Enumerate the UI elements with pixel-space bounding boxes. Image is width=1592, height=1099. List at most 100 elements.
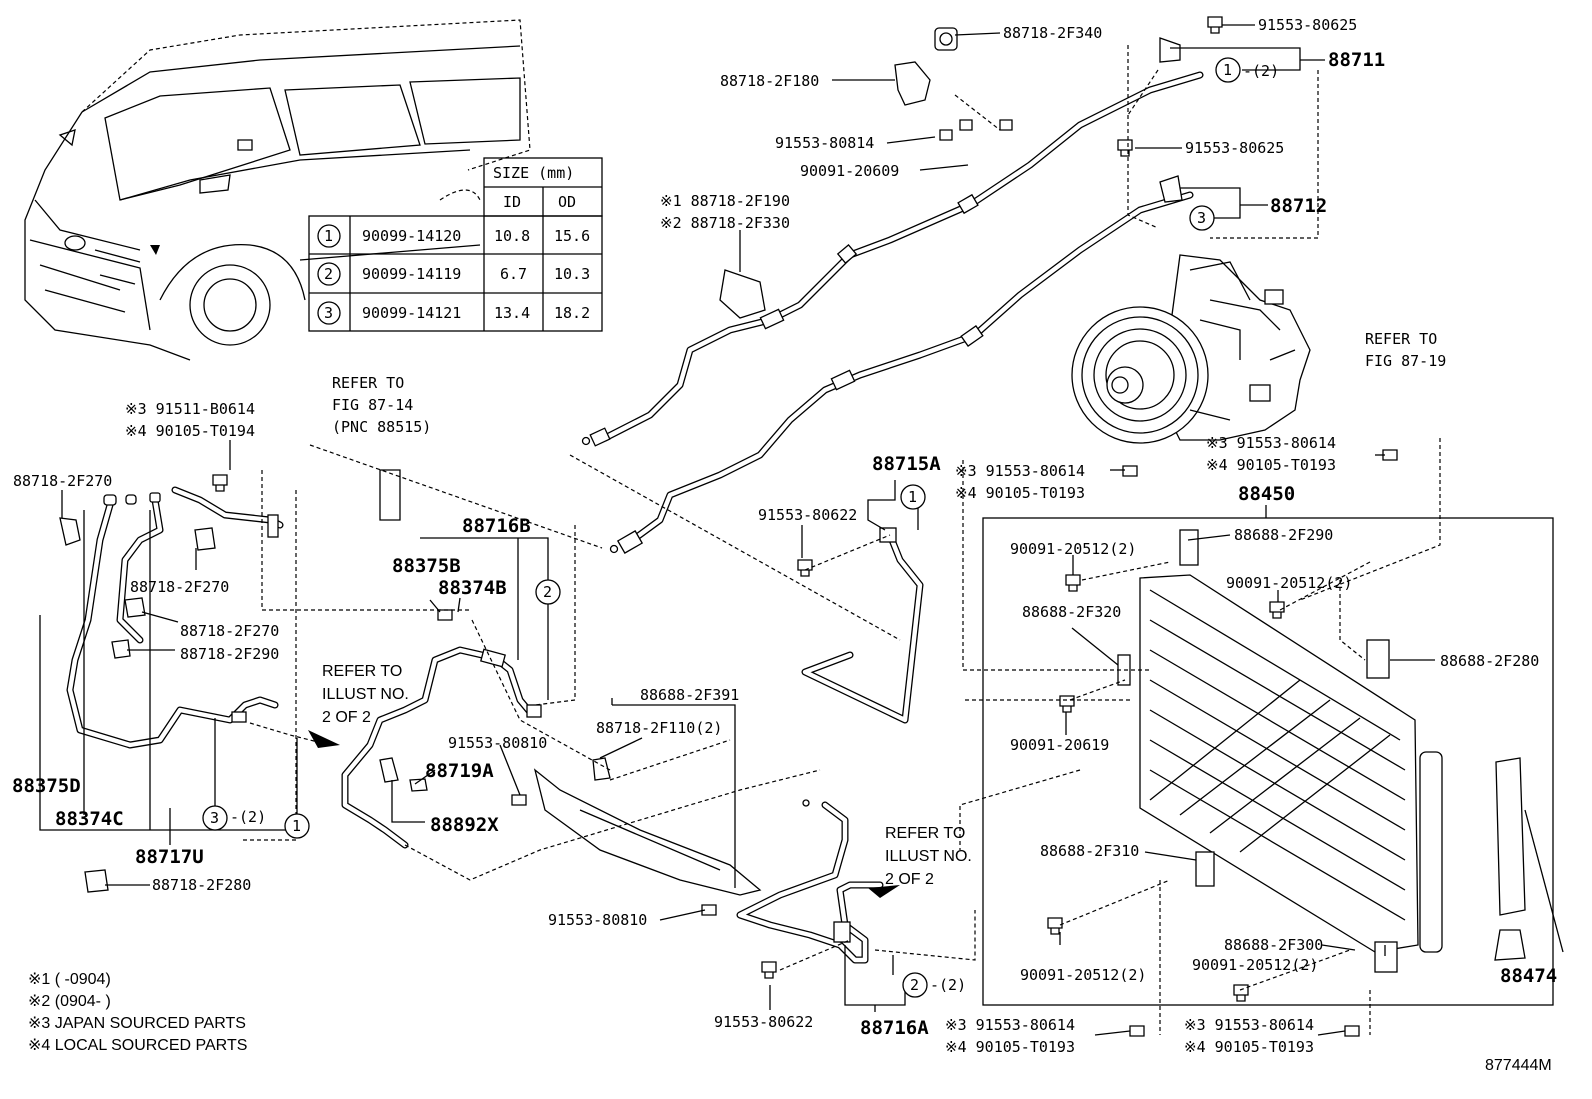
part-label: ※4 90105-T0193 bbox=[1184, 1038, 1314, 1056]
desiccant-88474 bbox=[1494, 757, 1564, 961]
part-label: 88711 bbox=[1328, 49, 1385, 71]
part-label: ※1 88718-2F190 bbox=[660, 192, 790, 210]
bracket-88688-2F391 bbox=[533, 768, 762, 896]
part-label: ※2 88718-2F330 bbox=[660, 214, 790, 232]
refer-text: ILLUST NO. bbox=[885, 848, 972, 865]
part-label: 91553-80622 bbox=[714, 1013, 813, 1031]
size-table-col-id: ID bbox=[503, 193, 521, 211]
part-label: 88718-2F270 bbox=[180, 622, 279, 640]
part-label: 88688-2F391 bbox=[640, 686, 739, 704]
part-label: 90091-20512(2) bbox=[1010, 540, 1136, 558]
legend: ※1 ( -0904) ※2 (0904- ) ※3 JAPAN SOURCED… bbox=[28, 971, 1552, 1074]
part-label: 88474 bbox=[1500, 965, 1557, 987]
size-row-mark: 1 bbox=[324, 227, 333, 245]
refer-text: ILLUST NO. bbox=[322, 686, 409, 703]
circled-marks: 1 3 1 2 3 1 2 bbox=[202, 57, 1241, 998]
part-label: 90091-20512(2) bbox=[1192, 956, 1318, 974]
circle-mark: 3 bbox=[1197, 209, 1206, 227]
part-label: 88718-2F270 bbox=[130, 578, 229, 596]
compressor bbox=[1071, 254, 1311, 444]
part-label: 91553-80625 bbox=[1258, 16, 1357, 34]
refer-text: REFER TO bbox=[322, 663, 402, 680]
refer-text: REFER TO bbox=[332, 374, 404, 392]
size-row-part: 90099-14120 bbox=[362, 227, 461, 245]
part-label: 88892X bbox=[430, 814, 499, 836]
part-label: 88718-2F280 bbox=[152, 876, 251, 894]
part-label: 88716A bbox=[860, 1017, 929, 1039]
part-label: -(2) bbox=[1243, 62, 1279, 80]
refer-text: (PNC 88515) bbox=[332, 418, 431, 436]
size-row-part: 90099-14121 bbox=[362, 304, 461, 322]
part-label: 88717U bbox=[135, 846, 204, 868]
part-label: -(2) bbox=[930, 976, 966, 994]
size-row-part: 90099-14119 bbox=[362, 265, 461, 283]
size-row-od: 18.2 bbox=[554, 304, 590, 322]
part-label: ※3 91553-80614 bbox=[1206, 434, 1336, 452]
part-label: 90091-20609 bbox=[800, 162, 899, 180]
part-label: ※3 91553-80614 bbox=[1184, 1016, 1314, 1034]
part-label: 88718-2F340 bbox=[1003, 24, 1102, 42]
part-label: 88715A bbox=[872, 453, 941, 475]
circle-mark: 3 bbox=[210, 809, 219, 827]
size-table-header: SIZE (mm) bbox=[493, 164, 574, 182]
part-label: 88374B bbox=[438, 577, 507, 599]
refer-text: FIG 87-19 bbox=[1365, 352, 1446, 370]
legend-note: ※3 JAPAN SOURCED PARTS bbox=[28, 1015, 246, 1032]
part-label: 88450 bbox=[1238, 483, 1295, 505]
small-parts bbox=[59, 16, 1398, 1037]
discharge-hose-88711 bbox=[581, 71, 1204, 447]
part-label: 88719A bbox=[425, 760, 494, 782]
refer-text: REFER TO bbox=[1365, 330, 1437, 348]
part-label: 90091-20512(2) bbox=[1226, 574, 1352, 592]
part-label: 91553-80814 bbox=[775, 134, 874, 152]
front-tube-88716A bbox=[736, 799, 884, 964]
part-label: ※4 90105-T0193 bbox=[945, 1038, 1075, 1056]
part-label: 88375B bbox=[392, 555, 461, 577]
circle-mark: 2 bbox=[910, 976, 919, 994]
part-labels: 88718-2F340 91553-80625 88711 -(2) 88718… bbox=[12, 16, 1557, 1056]
part-label: 88688-2F320 bbox=[1022, 603, 1121, 621]
size-row-id: 10.8 bbox=[494, 227, 530, 245]
part-label: 91553-80810 bbox=[448, 734, 547, 752]
part-label: 88375D bbox=[12, 775, 81, 797]
circle-mark: 1 bbox=[292, 817, 301, 835]
part-label: 88712 bbox=[1270, 195, 1327, 217]
circle-mark: 1 bbox=[908, 488, 917, 506]
part-label: 88688-2F280 bbox=[1440, 652, 1539, 670]
legend-note: ※2 (0904- ) bbox=[28, 993, 111, 1010]
size-row-od: 10.3 bbox=[554, 265, 590, 283]
part-label: 91553-80810 bbox=[548, 911, 647, 929]
refer-text: 2 OF 2 bbox=[322, 709, 371, 726]
part-label: 88718-2F270 bbox=[13, 472, 112, 490]
liquid-tube-88715A bbox=[801, 527, 924, 724]
part-label: 88718-2F110(2) bbox=[596, 719, 722, 737]
circle-mark: 1 bbox=[1223, 61, 1232, 79]
part-label: ※4 90105-T0193 bbox=[1206, 456, 1336, 474]
part-label: ※4 90105-T0194 bbox=[125, 422, 255, 440]
part-label: ※3 91511-B0614 bbox=[125, 400, 255, 418]
size-row-mark: 3 bbox=[324, 304, 333, 322]
part-label: 91553-80622 bbox=[758, 506, 857, 524]
part-label: 88374C bbox=[55, 808, 124, 830]
rear-tube-88717U bbox=[66, 486, 284, 749]
legend-note: ※1 ( -0904) bbox=[28, 971, 111, 988]
part-label: 88718-2F290 bbox=[180, 645, 279, 663]
part-label: 90091-20619 bbox=[1010, 736, 1109, 754]
size-row-id: 13.4 bbox=[494, 304, 530, 322]
size-row-id: 6.7 bbox=[500, 265, 527, 283]
refer-text: REFER TO bbox=[885, 825, 965, 842]
size-table-col-od: OD bbox=[558, 193, 576, 211]
refer-text: FIG 87-14 bbox=[332, 396, 413, 414]
part-label: ※3 91553-80614 bbox=[945, 1016, 1075, 1034]
figure-id: 877444M bbox=[1485, 1057, 1552, 1074]
part-label: ※3 91553-80614 bbox=[955, 462, 1085, 480]
size-row-od: 15.6 bbox=[554, 227, 590, 245]
part-label: 90091-20512(2) bbox=[1020, 966, 1146, 984]
part-label: 88688-2F290 bbox=[1234, 526, 1333, 544]
part-label: 91553-80625 bbox=[1185, 139, 1284, 157]
part-label: 88688-2F300 bbox=[1224, 936, 1323, 954]
part-label: 88718-2F180 bbox=[720, 72, 819, 90]
legend-note: ※4 LOCAL SOURCED PARTS bbox=[28, 1037, 247, 1054]
part-label: ※4 90105-T0193 bbox=[955, 484, 1085, 502]
condenser-88450 bbox=[982, 517, 1554, 1006]
